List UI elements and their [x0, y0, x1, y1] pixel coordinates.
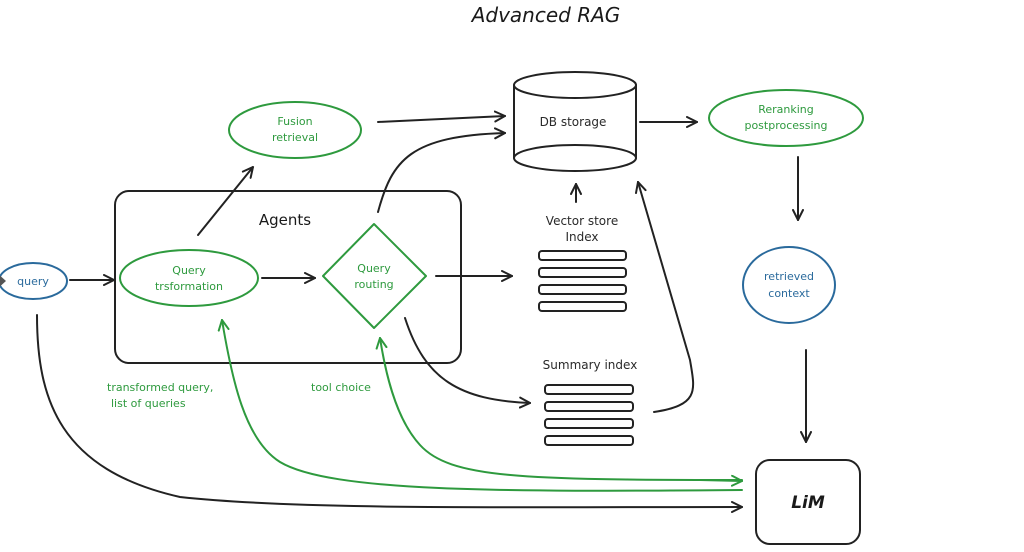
db-storage-node[interactable]: DB storage: [513, 71, 637, 172]
db-storage-label: DB storage: [540, 115, 607, 129]
edge-label-transformed-query-2: list of queries: [111, 397, 186, 410]
query-transformation-label-2: trsformation: [155, 280, 223, 293]
fusion-retrieval-label-1: Fusion: [277, 115, 312, 128]
index-row: [544, 384, 634, 395]
retrieved-context-label-1: retrieved: [764, 270, 814, 283]
index-row: [544, 401, 634, 412]
llm-label: LiM: [791, 493, 825, 513]
query-routing-node[interactable]: Query routing: [322, 223, 427, 329]
incoming-arrow-icon: [0, 275, 6, 287]
arrow-transformation-to-fusion: [197, 167, 253, 236]
fusion-retrieval-label-2: retrieval: [272, 131, 318, 144]
query-routing-label-1: Query: [357, 262, 391, 275]
query-transformation-label-1: Query: [172, 264, 206, 277]
arrow-fusion-to-db: [377, 116, 505, 123]
index-row: [538, 250, 627, 261]
vector-store-label-2: Index: [565, 230, 598, 244]
llm-node[interactable]: LiM: [755, 459, 861, 545]
index-row: [538, 267, 627, 278]
reranking-label-2: postprocessing: [744, 119, 827, 132]
vector-store-label-1: Vector store: [546, 214, 618, 228]
index-row: [538, 284, 627, 295]
query-routing-label-2: routing: [354, 278, 393, 291]
index-row: [538, 301, 627, 312]
retrieved-context-label-2: context: [768, 287, 810, 300]
arrow-query-to-llm: [36, 314, 742, 507]
query-label: query: [17, 275, 49, 288]
arrow-llm-to-transformation: [222, 320, 743, 492]
edge-label-tool-choice: tool choice: [311, 381, 371, 394]
reranking-label-1: Reranking: [758, 103, 814, 116]
query-transformation-node[interactable]: Query trsformation: [119, 249, 259, 307]
query-node[interactable]: query: [0, 262, 68, 300]
arrow-summary-index-to-db: [638, 182, 695, 413]
vector-store-index-node[interactable]: Vector store Index: [538, 214, 627, 312]
fusion-retrieval-node[interactable]: Fusion retrieval: [228, 101, 362, 159]
summary-index-node[interactable]: Summary index: [543, 358, 638, 446]
arrow-head-dup: [699, 480, 742, 481]
diagram-title: Advanced RAG: [470, 3, 621, 27]
summary-index-label: Summary index: [543, 358, 638, 372]
arrow-routing-to-summary-index: [404, 317, 530, 403]
reranking-node[interactable]: Reranking postprocessing: [708, 89, 864, 147]
index-row: [544, 435, 634, 446]
agents-label: Agents: [259, 211, 311, 229]
arrow-llm-to-routing: [380, 338, 743, 481]
retrieved-context-node[interactable]: retrieved context: [742, 246, 836, 324]
arrow-routing-to-db: [377, 133, 505, 213]
index-row: [544, 418, 634, 429]
edge-label-transformed-query-1: transformed query,: [107, 381, 213, 394]
